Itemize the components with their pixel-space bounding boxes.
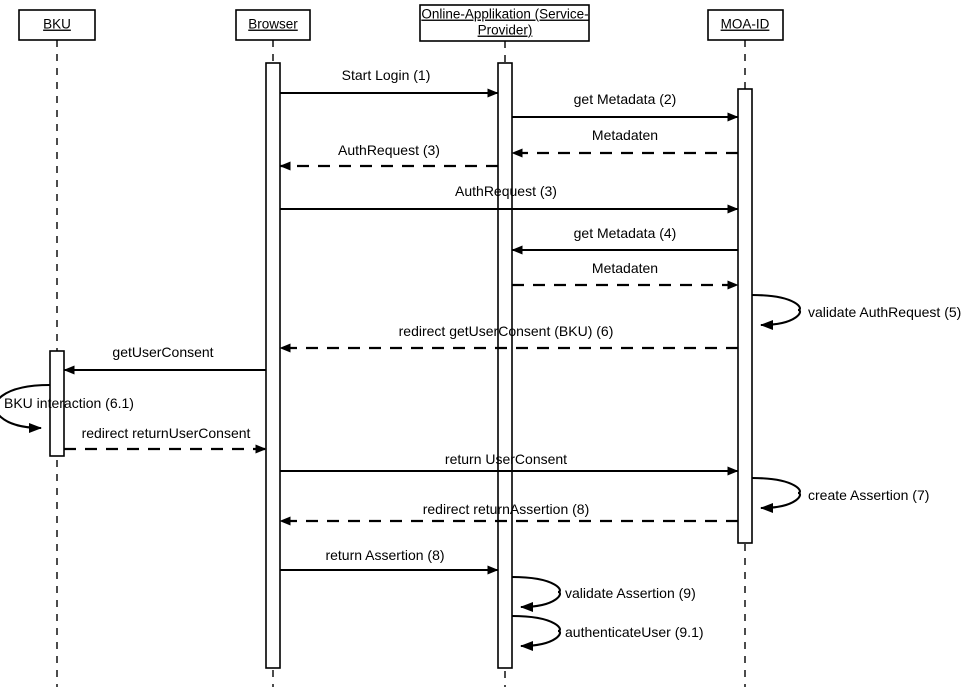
- message-1: Start Login (1): [280, 67, 499, 98]
- self-message-arc: [751, 293, 802, 330]
- self-message-arc: [511, 614, 562, 651]
- participant-label: MOA-ID: [721, 17, 770, 32]
- message-label: Start Login (1): [342, 67, 431, 83]
- message-6: redirect getUserConsent (BKU) (6): [279, 323, 738, 353]
- message-label: Metadaten: [592, 260, 658, 276]
- message-2: get Metadata (2): [512, 91, 739, 122]
- self-message-arc: [511, 575, 562, 612]
- self-message-7: create Assertion (7): [751, 476, 929, 513]
- self-message-label: authenticateUser (9.1): [565, 624, 704, 640]
- message-4: get Metadata (4): [511, 225, 738, 255]
- self-message-9: validate Assertion (9): [511, 575, 696, 612]
- message-label: AuthRequest (3): [338, 142, 440, 158]
- participant-oa[interactable]: Online-Applikation (Service-Provider): [419, 4, 590, 42]
- message-label: Metadaten: [592, 127, 658, 143]
- self-message-label: BKU interaction (6.1): [4, 395, 134, 411]
- activation-bar-oa: [497, 62, 513, 669]
- message-3a: AuthRequest (3): [279, 142, 498, 171]
- message-n6: Metadaten: [512, 260, 739, 290]
- message-n8: getUserConsent: [63, 344, 266, 375]
- message-label: return Assertion (8): [325, 547, 444, 563]
- messages-group: Start Login (1) get Metadata (2) Metadaten…: [63, 67, 739, 575]
- self-message-9.1: authenticateUser (9.1): [511, 614, 704, 651]
- participant-box[interactable]: [18, 9, 96, 41]
- message-label: redirect returnAssertion (8): [423, 501, 590, 517]
- self-message-label: validate AuthRequest (5): [808, 304, 961, 320]
- participant-box[interactable]: [419, 4, 590, 42]
- message-label: redirect returnUserConsent: [82, 425, 251, 441]
- participant-label: BKU: [43, 17, 71, 32]
- participant-bku[interactable]: BKU: [18, 9, 96, 41]
- message-label: AuthRequest (3): [455, 183, 557, 199]
- self-message-label: create Assertion (7): [808, 487, 929, 503]
- participant-label: Provider): [478, 23, 533, 38]
- self-message-6.1: BKU interaction (6.1): [0, 383, 134, 433]
- participant-moaid[interactable]: MOA-ID: [707, 9, 784, 41]
- message-label: get Metadata (2): [574, 91, 677, 107]
- participant-label: Browser: [248, 17, 298, 32]
- participant-label: Online-Applikation (Service-: [421, 7, 588, 22]
- activation-bar-browser: [265, 62, 281, 669]
- activation-bars-group: [49, 62, 753, 669]
- activation-bar-bku: [49, 350, 65, 457]
- message-label: getUserConsent: [112, 344, 213, 360]
- message-label: get Metadata (4): [574, 225, 677, 241]
- self-messages-group: validate AuthRequest (5) BKU interaction …: [0, 293, 961, 651]
- message-8a: redirect returnAssertion (8): [279, 501, 738, 526]
- message-label: redirect getUserConsent (BKU) (6): [399, 323, 614, 339]
- message-label: return UserConsent: [445, 451, 567, 467]
- self-message-label: validate Assertion (9): [565, 585, 696, 601]
- message-3b: AuthRequest (3): [280, 183, 739, 214]
- message-n2: Metadaten: [511, 127, 738, 158]
- message-n9: redirect returnUserConsent: [64, 425, 267, 454]
- participant-box[interactable]: [707, 9, 784, 41]
- participant-box[interactable]: [235, 9, 311, 41]
- message-8b: return Assertion (8): [280, 547, 499, 575]
- participant-browser[interactable]: Browser: [235, 9, 311, 41]
- self-message-arc: [0, 383, 51, 433]
- message-n10: return UserConsent: [280, 451, 739, 476]
- self-message-arc: [751, 476, 802, 513]
- self-message-5: validate AuthRequest (5): [751, 293, 961, 330]
- participant-headers-group: BKU Browser Online-Applikation (Service-Pr…: [18, 4, 784, 42]
- activation-bar-moaid: [737, 88, 753, 544]
